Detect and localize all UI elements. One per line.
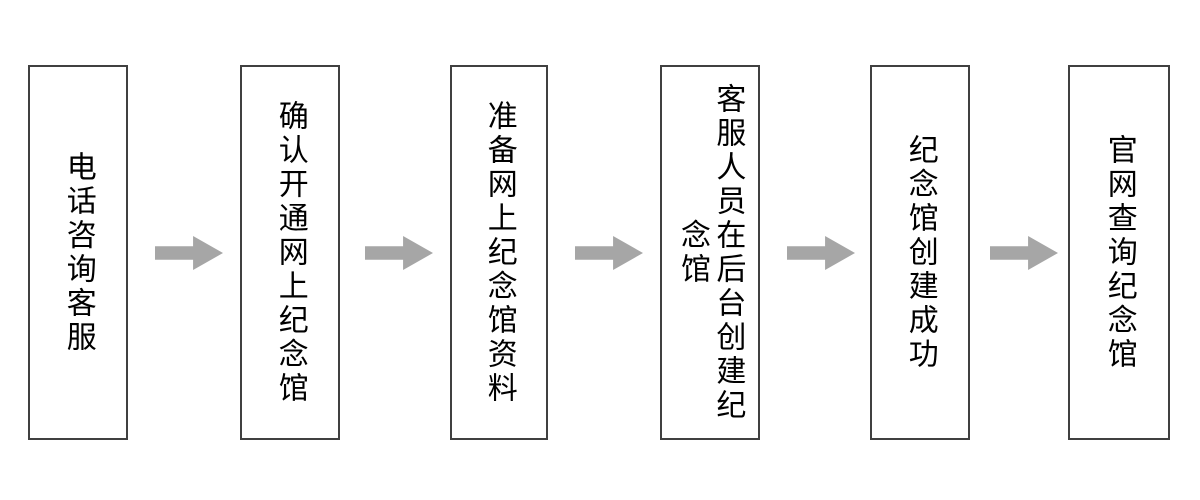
process-box-label: 确认开通网上纪念馆	[272, 99, 308, 406]
process-box-step-3[interactable]: 准备网上纪念馆资料	[450, 65, 548, 440]
process-box-step-4[interactable]: 客服人员在后台创建纪念馆	[660, 65, 760, 440]
process-box-step-6[interactable]: 官网查询纪念馆	[1068, 65, 1170, 440]
arrow-right-icon	[787, 236, 855, 270]
arrow-right-icon	[155, 236, 223, 270]
arrow-right-icon	[575, 236, 643, 270]
arrow-right-icon	[990, 236, 1058, 270]
process-box-label: 官网查询纪念馆	[1101, 133, 1137, 372]
process-box-label: 纪念馆创建成功	[902, 133, 938, 372]
process-box-step-2[interactable]: 确认开通网上纪念馆	[240, 65, 340, 440]
process-box-label: 客服人员在后台创建纪念馆	[675, 82, 746, 423]
process-box-label: 准备网上纪念馆资料	[481, 99, 517, 406]
process-box-step-5[interactable]: 纪念馆创建成功	[870, 65, 970, 440]
process-box-step-1[interactable]: 电话咨询客服	[28, 65, 128, 440]
arrow-right-icon	[365, 236, 433, 270]
process-box-label: 电话咨询客服	[60, 150, 96, 355]
